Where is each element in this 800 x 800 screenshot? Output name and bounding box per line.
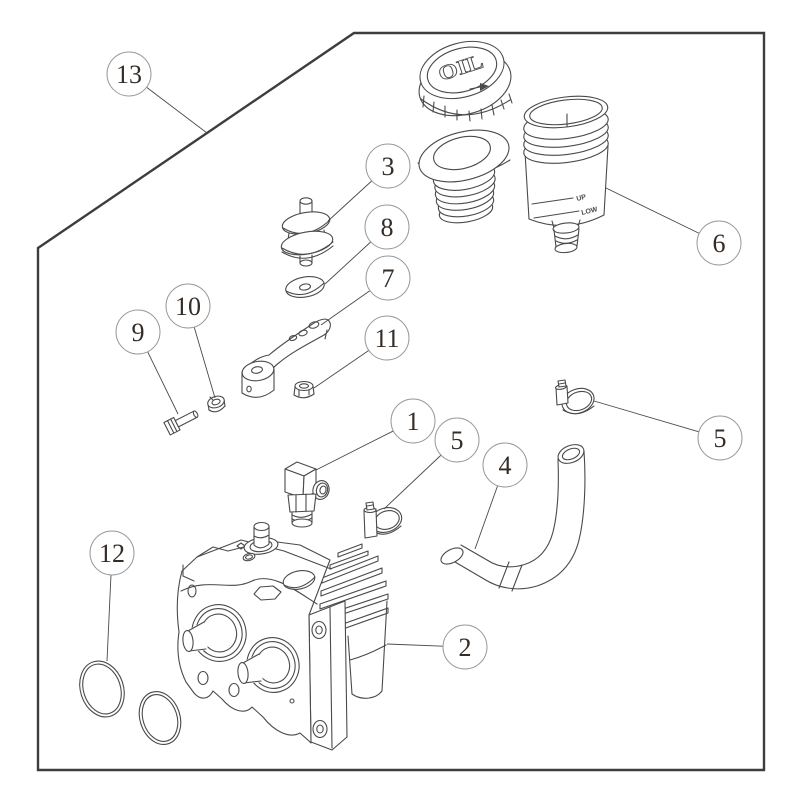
callout-balloon-9 [115,309,161,355]
hose-clamp-right [555,379,595,415]
callout-layer: 13 3 8 7 11 10 9 6 1 5 4 5 2 12 [89,51,743,670]
level-low-text: LOW [581,206,599,217]
lever-arm [241,318,331,398]
oil-cap-arrow-icon [480,83,489,91]
arm-boss [241,360,275,382]
callout-leader-4 [474,485,499,550]
callout-leader-10 [193,326,216,399]
callout-balloon-10 [165,283,211,329]
pump-front-face [176,539,331,744]
callout-balloon-3 [365,143,411,189]
callout-number-12: 12 [99,539,125,568]
filler-neck [417,129,511,224]
callout-number-2: 2 [459,633,472,662]
callout-leader-7 [320,290,371,326]
callout-number-1: 1 [407,407,420,436]
callout-number-5: 5 [451,426,464,455]
oil-filler-cap: OIL [418,40,513,122]
pump-shaft-stub [253,525,270,549]
callout-number-9: 9 [132,318,145,347]
callout-leader-5 [593,400,700,433]
callout-number-7: 7 [382,264,395,293]
callout-number-13: 13 [116,60,142,89]
callout-leader-13 [146,86,208,134]
callout-leader-9 [147,351,179,415]
callout-number-3: 3 [382,152,395,181]
pump-hex-plug [253,585,282,601]
callout-balloon-13 [106,51,152,97]
callout-balloon-5 [434,417,480,463]
callout-leader-11 [313,350,370,389]
callout-number-8: 8 [381,213,394,242]
callout-number-4: 4 [499,451,512,480]
lock-nut [293,380,315,399]
callout-balloon-11 [364,315,410,361]
callout-number-6: 6 [713,229,726,258]
callout-balloon-5 [697,415,743,461]
pump-mounting-plate [308,600,348,751]
diagram-border [36,31,766,772]
hose-clamp-left [363,501,403,539]
elbow-fitting [284,461,330,528]
callout-balloon-2 [442,624,488,670]
oil-reservoir: UP LOW [523,95,609,254]
callout-leader-1 [315,430,394,471]
callout-balloon-6 [696,220,742,266]
callout-balloon-1 [390,398,436,444]
callout-leader-2 [386,643,444,647]
o-rings [79,660,182,745]
pump-shaft-boss-lower [237,637,300,693]
level-up-text: UP [576,194,587,203]
pump-body [176,521,389,751]
callout-leader-3 [327,180,373,222]
callout-balloon-7 [365,255,411,301]
callout-balloon-8 [364,204,410,250]
pump-top-deck [182,521,332,601]
callout-number-5: 5 [714,424,727,453]
hose [440,444,586,592]
callout-number-10: 10 [175,292,201,321]
washer [285,276,325,298]
pump-motor-housing [347,600,388,699]
callout-leader-6 [605,187,700,234]
callout-leader-5 [383,454,442,510]
callout-leader-12 [106,574,112,662]
callout-balloon-12 [89,530,135,576]
callout-balloon-4 [482,442,528,488]
hex-bolt [163,410,199,436]
pump-shaft-boss-upper [182,604,247,662]
rubber-mount [280,197,334,267]
callout-leader-8 [324,241,372,285]
flange-nut [207,395,226,413]
callout-number-11: 11 [374,324,399,353]
